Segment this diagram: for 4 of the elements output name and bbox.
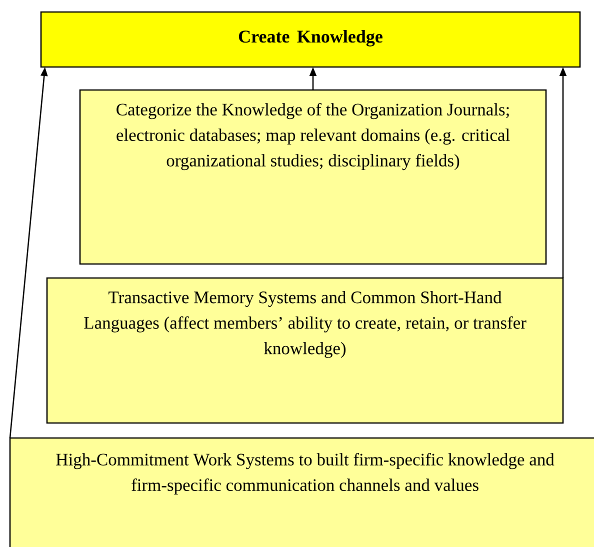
- text-box: Categorize the Knowledge of the Organization Journals; electronic databases; map relevant domains (e.g. critical organizational studies; disciplinary fields): [79, 89, 547, 265]
- text-box: Create Knowledge: [40, 11, 581, 68]
- text-box: Transactive Memory Systems and Common Short-Hand Languages (affect members’ ability to create, retain, or transfer knowledge): [46, 277, 564, 424]
- text-box: High-Commitment Work Systems to built firm-specific knowledge and firm-specific communication channels and values: [9, 437, 594, 547]
